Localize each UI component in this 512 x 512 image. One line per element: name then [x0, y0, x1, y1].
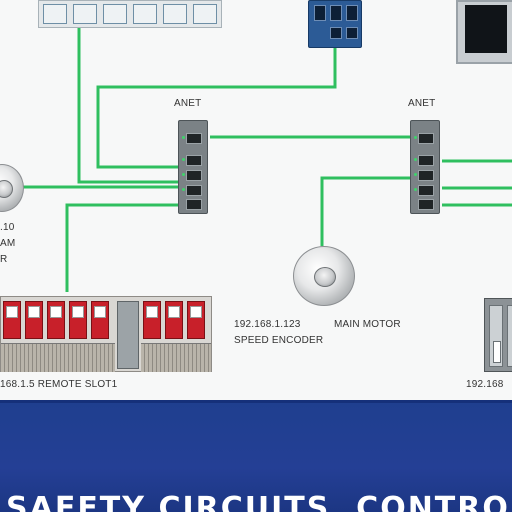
- switch-port: [418, 185, 434, 196]
- bus-coupler: [117, 301, 139, 369]
- switch-led: [414, 158, 417, 161]
- io-module: [143, 301, 161, 339]
- switch-port: [186, 185, 202, 196]
- switch-led: [182, 158, 185, 161]
- controller-port: [330, 27, 342, 39]
- terminal-block: [141, 343, 211, 372]
- encoder-ip: 192.168.1.123: [234, 319, 301, 330]
- plc-io-slot: [73, 4, 97, 24]
- cable-plc-to-left-switch: [77, 28, 178, 184]
- right-io-ip: 192.168: [466, 379, 504, 390]
- hmi-panel: [456, 0, 512, 64]
- left-ethernet-switch: [178, 120, 208, 214]
- io-module: [25, 301, 43, 339]
- switch-led: [182, 173, 185, 176]
- switch-led: [182, 136, 185, 139]
- io-module: [69, 301, 87, 339]
- plc-io-slot: [133, 4, 157, 24]
- io-module: [47, 301, 65, 339]
- cable-encoder-to-right-switch: [320, 176, 410, 246]
- left-motor-extra: R: [0, 254, 8, 265]
- io-module: [165, 301, 183, 339]
- switch-port: [418, 199, 434, 210]
- remote-io-rack: [0, 296, 212, 372]
- left-motor-ip: .10: [0, 222, 15, 233]
- safety-controller: [308, 0, 362, 48]
- encoder-subtitle: SPEED ENCODER: [234, 335, 324, 346]
- encoder-hub: [314, 267, 336, 287]
- left-motor-name: AM: [0, 238, 16, 249]
- controller-port: [330, 5, 342, 21]
- motor-hub: [0, 180, 13, 198]
- switch-led: [182, 188, 185, 191]
- plc-io-slot: [103, 4, 127, 24]
- switch-led: [414, 136, 417, 139]
- switch-port: [186, 170, 202, 181]
- right-ethernet-switch: [410, 120, 440, 214]
- encoder-title: MAIN MOTOR: [334, 319, 401, 330]
- controller-port: [346, 27, 358, 39]
- title-banner: SAFETY CIRCUITS, CONTRO: [0, 400, 512, 512]
- cable-controller-to-left-switch: [96, 48, 337, 169]
- switch-port: [186, 133, 202, 144]
- right-remote-io: [484, 298, 512, 372]
- right-switch-label: ANET: [408, 98, 436, 109]
- left-switch-label: ANET: [174, 98, 202, 109]
- network-cables: [22, 28, 512, 292]
- hmi-screen: [465, 5, 507, 53]
- remote-slot-caption: 168.1.5 REMOTE SLOT1: [0, 379, 118, 390]
- switch-port: [418, 155, 434, 166]
- switch-port: [186, 155, 202, 166]
- switch-port: [418, 170, 434, 181]
- plc-rack: [38, 0, 222, 28]
- terminal-block: [1, 343, 115, 372]
- plc-io-slot: [193, 4, 217, 24]
- plc-io-slot: [163, 4, 187, 24]
- switch-port: [418, 133, 434, 144]
- plc-io-slot: [43, 4, 67, 24]
- io-module: [187, 301, 205, 339]
- io-card: [507, 305, 512, 367]
- switch-port: [186, 199, 202, 210]
- io-module: [91, 301, 109, 339]
- io-card: [493, 341, 501, 363]
- switch-led: [414, 188, 417, 191]
- io-module: [3, 301, 21, 339]
- banner-title: SAFETY CIRCUITS, CONTRO: [6, 491, 510, 512]
- speed-encoder-icon: [293, 246, 355, 306]
- switch-led: [414, 173, 417, 176]
- controller-port: [346, 5, 358, 21]
- cable-remote-slot-to-left-switch: [65, 203, 178, 292]
- controller-port: [314, 5, 326, 21]
